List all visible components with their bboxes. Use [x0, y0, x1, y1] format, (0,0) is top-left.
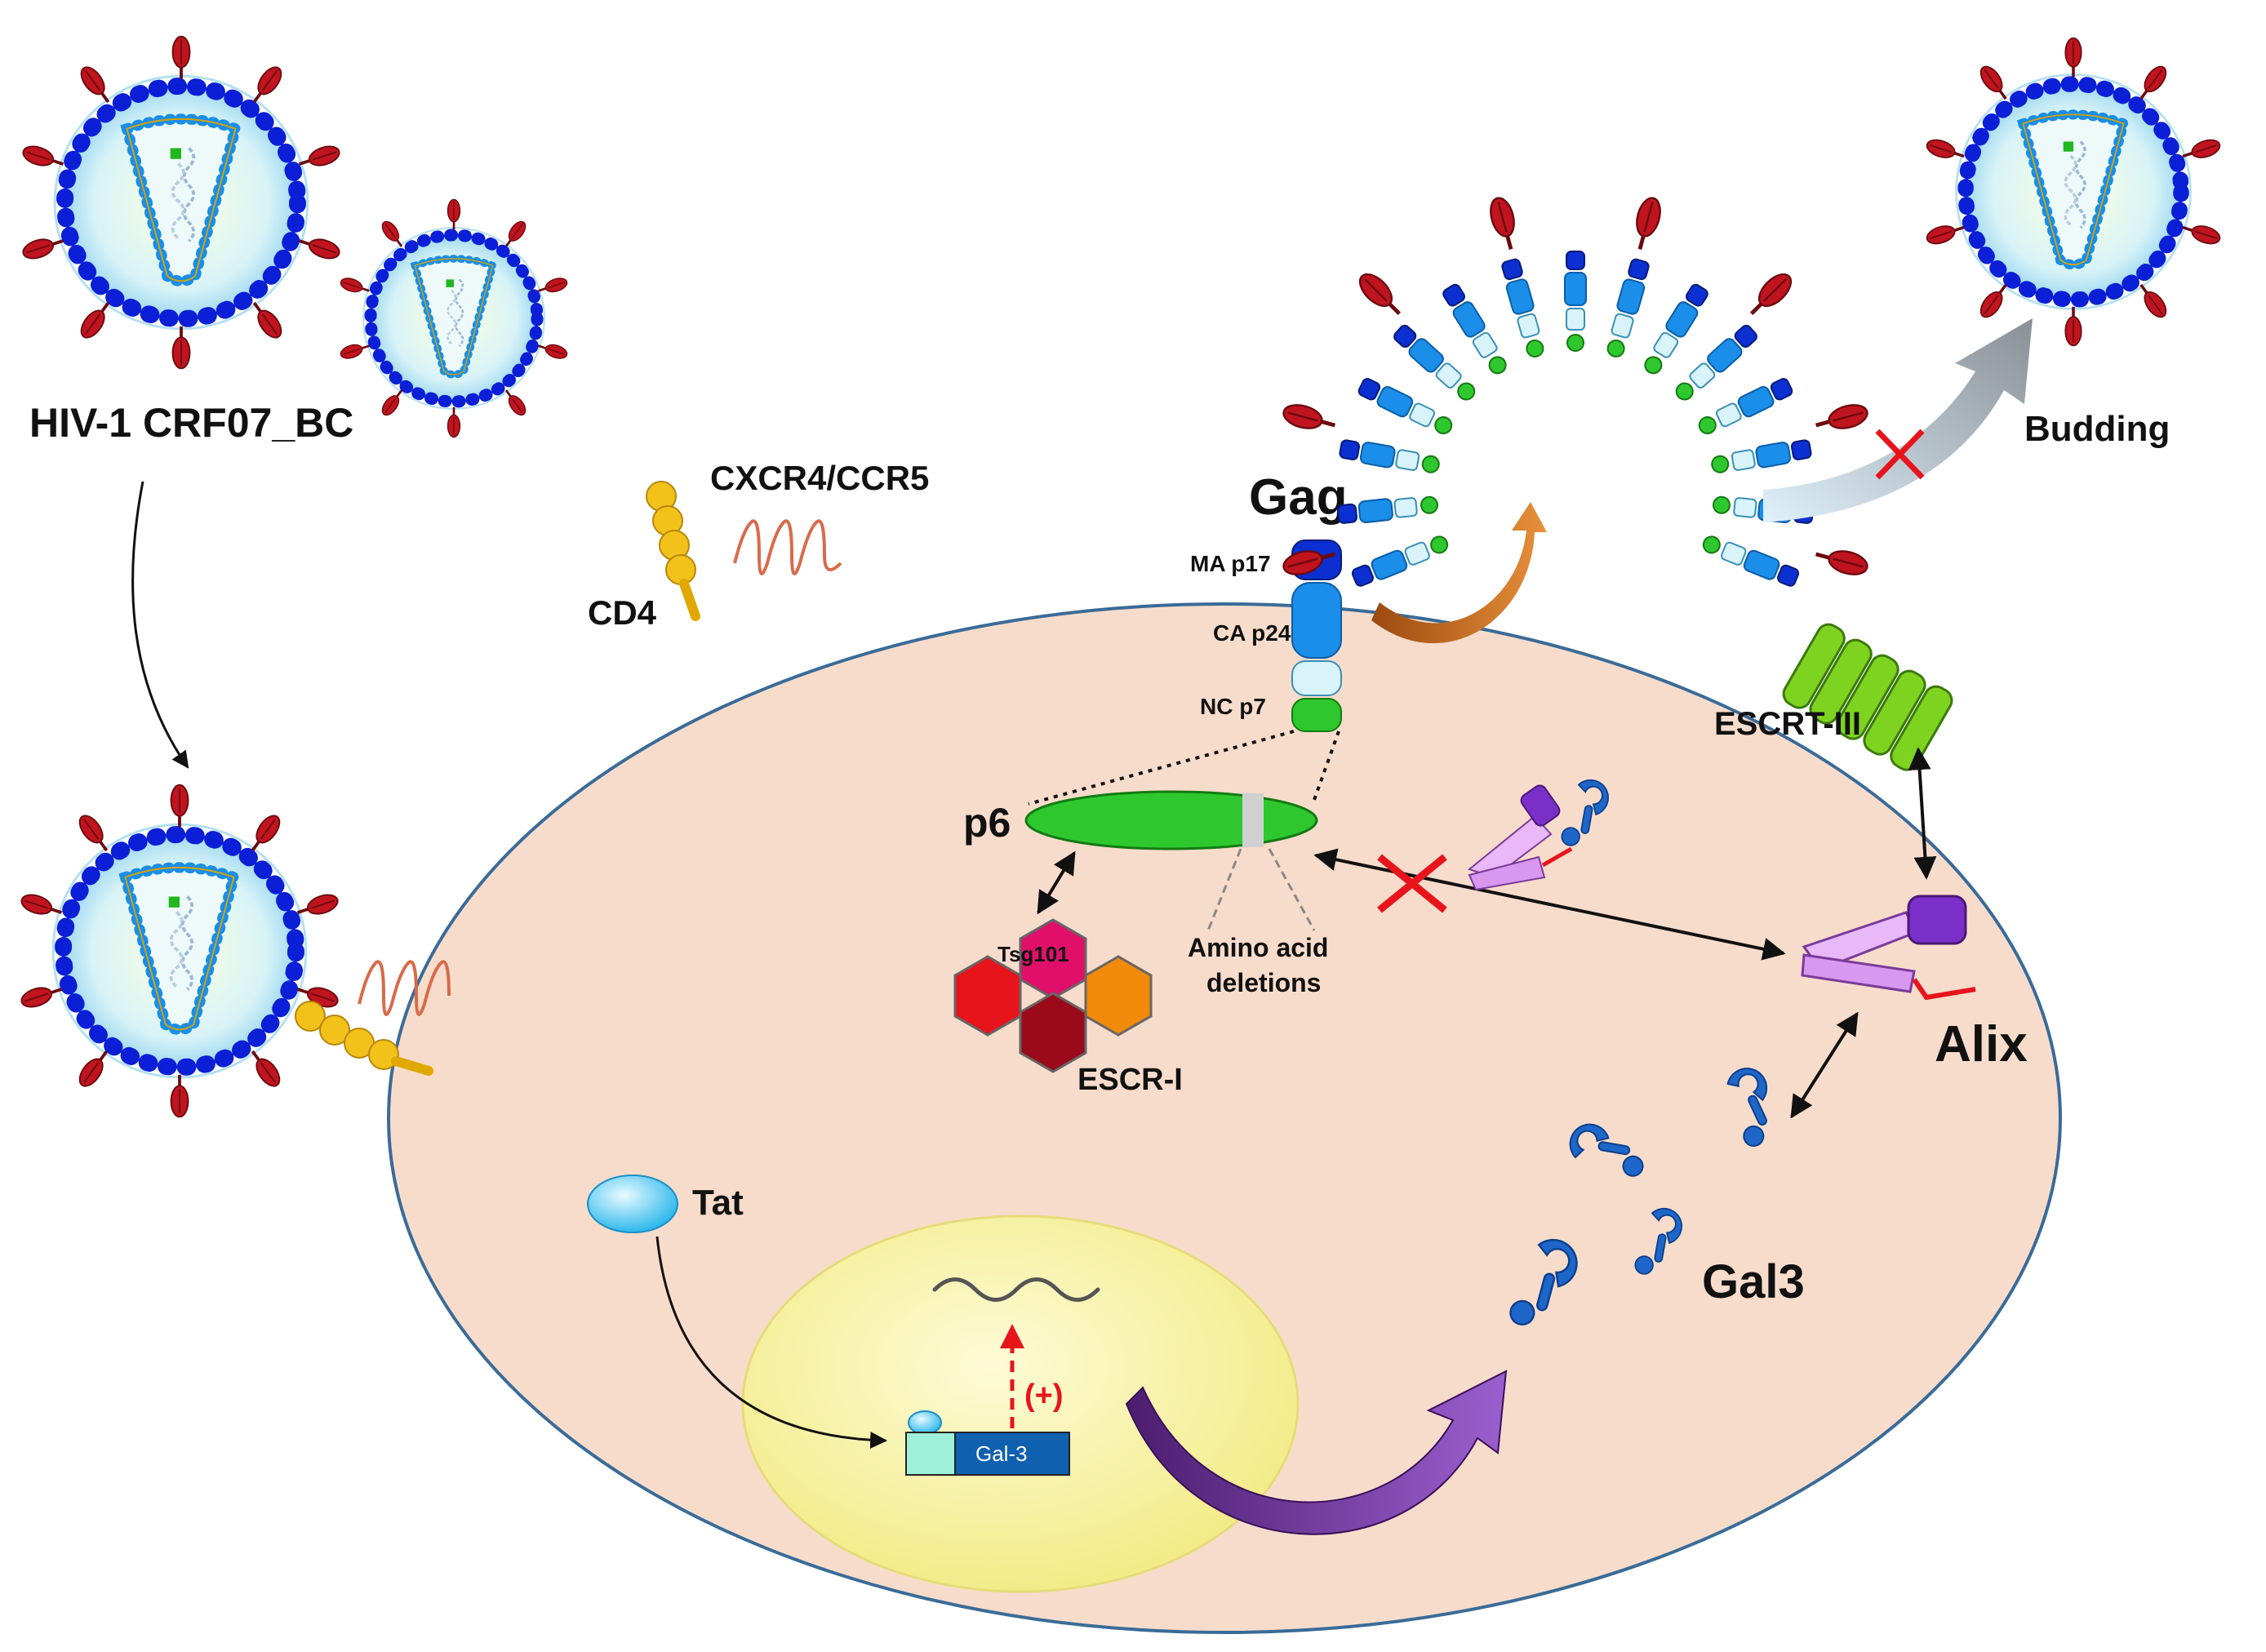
ma-label: MA p17 [1190, 551, 1271, 576]
escrt-iii-label: ESCRT-III [1714, 706, 1861, 742]
deletions-label-line2: deletions [1206, 968, 1321, 997]
cd4-receptor [646, 481, 700, 621]
escrt-i-complex [953, 918, 1153, 1073]
cd4-receptor-attached [295, 1001, 433, 1076]
gag-ca-domain [1291, 582, 1342, 659]
budding-virion [1281, 195, 1869, 590]
gal3-gene [954, 1432, 1070, 1476]
virion-small-top [339, 199, 568, 437]
gag-nc-domain [1291, 660, 1342, 696]
tat-label: Tat [692, 1183, 744, 1223]
p6-label: p6 [963, 800, 1011, 846]
gag-label: Gag [1249, 469, 1348, 526]
upregulation-label: (+) [1024, 1379, 1064, 1413]
p6-tsg101-arrow [1037, 850, 1076, 915]
tat-bound-promoter [908, 1410, 942, 1435]
gal3-export-arrow [1125, 1370, 1508, 1535]
alix-label: Alix [1935, 1016, 2028, 1072]
virus-strain-label: HIV-1 CRF07_BC [29, 400, 353, 446]
deletions-label-line1: Amino acid [1188, 933, 1328, 962]
escrt-iii-alix-arrow [1908, 747, 1937, 880]
coreceptor-label: CXCR4/CCR5 [710, 459, 929, 497]
escrt-iii-complex [1782, 623, 1953, 771]
virion-attaching [19, 785, 340, 1117]
alix-protein [1801, 895, 1976, 1001]
gal3-gene-label: Gal-3 [975, 1441, 1028, 1466]
alix-gal3-complex-small [1467, 784, 1573, 891]
coreceptor-attached [358, 960, 451, 1016]
gag-trafficking-arrow [1371, 502, 1547, 644]
escrt-i-label: ESCR-I [1077, 1063, 1183, 1097]
ca-label: CA p24 [1213, 620, 1291, 646]
mrna [932, 1277, 1100, 1302]
nc-label: NC p7 [1200, 694, 1266, 719]
tat-to-gene-arrow [655, 1236, 888, 1449]
zoom-line-left [1028, 730, 1295, 806]
tat-protein [587, 1175, 678, 1233]
virion-large-top [20, 37, 341, 369]
promoter-region [905, 1432, 956, 1476]
entry-arrow [131, 481, 189, 769]
zoom-line-right [1313, 731, 1340, 801]
alix-gal3-arrow [1790, 1011, 1859, 1119]
tsg101-label: Tsg101 [997, 942, 1069, 966]
nucleus [741, 1215, 1300, 1593]
deletion-pointer-2 [1268, 848, 1316, 931]
coreceptor [733, 519, 842, 575]
budding-label: Budding [2024, 409, 2170, 449]
inhibition-mark-budding [1875, 429, 1925, 480]
gal3-label: Gal3 [1702, 1255, 1805, 1308]
p6-deletion-region [1242, 793, 1264, 847]
gag-p6-domain [1291, 698, 1342, 732]
cd4-label: CD4 [588, 593, 657, 632]
inhibition-mark-p6 [1377, 854, 1447, 913]
deletion-pointer-1 [1206, 848, 1242, 931]
p6-domain [1024, 790, 1318, 850]
virion-budded [1925, 38, 2222, 346]
budding-release-arrow [1763, 318, 2033, 522]
